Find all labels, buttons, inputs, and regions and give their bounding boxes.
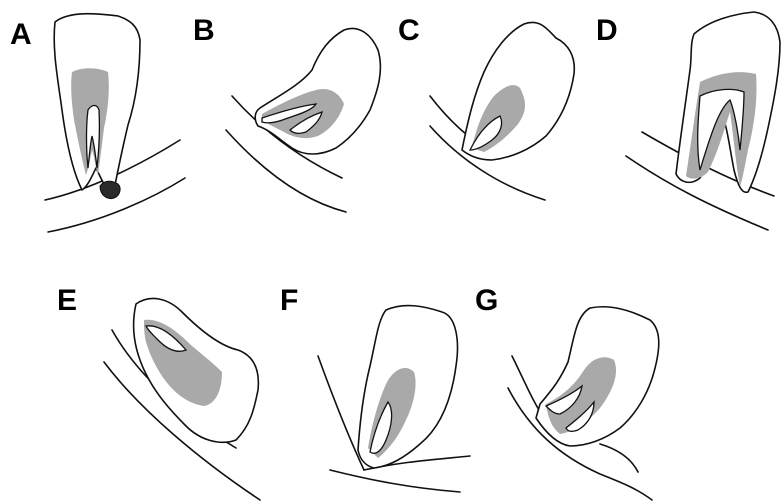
panel-a-drawing bbox=[45, 14, 185, 232]
panel-b-drawing bbox=[226, 28, 380, 212]
panel-f-bone-line-upper bbox=[318, 356, 364, 470]
panel-g-bone-line-right bbox=[600, 444, 638, 472]
panel-g-drawing bbox=[508, 307, 659, 500]
panel-d-drawing bbox=[626, 12, 780, 230]
panel-a-periapical-lesion bbox=[100, 181, 120, 198]
panel-e-drawing bbox=[104, 298, 260, 500]
panel-f-bone-line-lower bbox=[330, 470, 460, 492]
panel-f-drawing bbox=[318, 306, 470, 492]
panel-c-drawing bbox=[430, 22, 574, 200]
